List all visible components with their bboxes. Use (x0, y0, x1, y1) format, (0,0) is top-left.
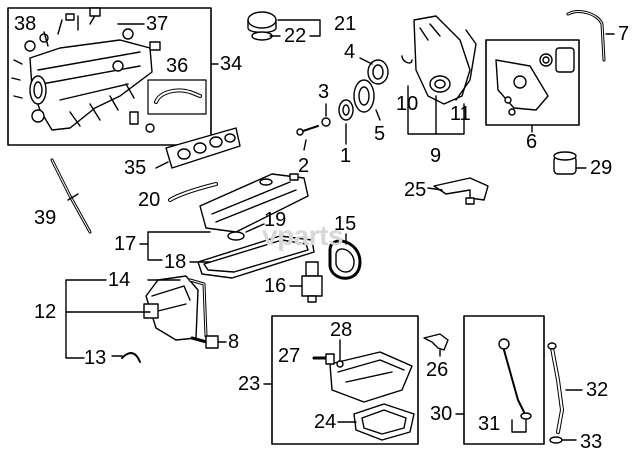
plug-cap-part (554, 152, 576, 174)
pcv-hose-part (156, 90, 200, 102)
cover-gasket-strip-part (568, 12, 604, 60)
callout-23: 23 (238, 373, 261, 395)
valve-cover-part (200, 174, 308, 232)
callout-27: 27 (278, 345, 301, 367)
callout-8: 8 (228, 331, 240, 353)
callout-14: 14 (108, 269, 131, 291)
manifold-gasket-part (166, 128, 240, 168)
callout-7: 7 (618, 23, 630, 45)
box-intake-manifold (7, 7, 212, 146)
callout-13: 13 (84, 347, 107, 369)
callout-21: 21 (334, 13, 357, 35)
callout-37: 37 (146, 13, 169, 35)
callout-5: 5 (374, 123, 386, 145)
callout-19: 19 (264, 209, 287, 231)
sensor-part (302, 262, 322, 302)
valve-cover-gasket-part (198, 236, 314, 278)
callout-24: 24 (314, 411, 337, 433)
callout-18: 18 (164, 251, 187, 273)
guide-rail-part (52, 160, 90, 232)
pcv-tube-part (170, 184, 216, 200)
intake-manifold-part (12, 8, 160, 132)
dipstick-tube-part (548, 343, 562, 432)
callout-4: 4 (344, 41, 356, 63)
bracket-part (434, 178, 488, 204)
oil-pump-part (496, 48, 574, 115)
box-dipstick (463, 315, 545, 445)
callout-25: 25 (404, 179, 427, 201)
callout-38: 38 (14, 13, 37, 35)
callout-6: 6 (526, 131, 538, 153)
callout-31: 31 (478, 413, 501, 435)
timing-cover-part (402, 16, 476, 104)
callout-28: 28 (330, 319, 353, 341)
callout-33: 33 (580, 431, 603, 453)
callout-11: 11 (450, 103, 471, 125)
callout-17: 17 (114, 233, 137, 255)
small-bracket-part (424, 334, 448, 350)
callout-15: 15 (334, 213, 357, 235)
callout-20: 20 (138, 189, 161, 211)
drain-plug-part (314, 354, 334, 364)
callout-22: 22 (284, 25, 307, 47)
callout-26: 26 (426, 359, 449, 381)
callout-39: 39 (34, 207, 57, 229)
small-gasket-part (122, 353, 140, 362)
oil-filler-cap-part (248, 12, 276, 40)
box-pcv-hose (147, 79, 207, 115)
callout-32: 32 (586, 379, 609, 401)
watermark-logo: vparts (262, 220, 344, 251)
callout-2: 2 (298, 155, 310, 177)
oil-pan-upper-part (330, 352, 412, 402)
callout-30: 30 (430, 403, 453, 425)
callout-1: 1 (340, 145, 352, 167)
callout-12: 12 (34, 301, 57, 323)
crankshaft-seal-part (330, 241, 360, 278)
callout-10: 10 (396, 93, 419, 115)
box-oil-pan (271, 315, 419, 445)
callout-36: 36 (166, 55, 189, 77)
lower-timing-cover-part (144, 276, 206, 340)
bolt-part (192, 336, 218, 348)
dipstick-part (499, 339, 531, 419)
callout-34: 34 (220, 53, 243, 75)
callout-35: 35 (124, 157, 147, 179)
callout-16: 16 (264, 275, 287, 297)
camshaft-sprocket-part (297, 60, 388, 135)
callout-29: 29 (590, 157, 613, 179)
callout-3: 3 (318, 81, 330, 103)
oil-pan-lower-part (354, 404, 414, 440)
callout-9: 9 (430, 145, 442, 167)
